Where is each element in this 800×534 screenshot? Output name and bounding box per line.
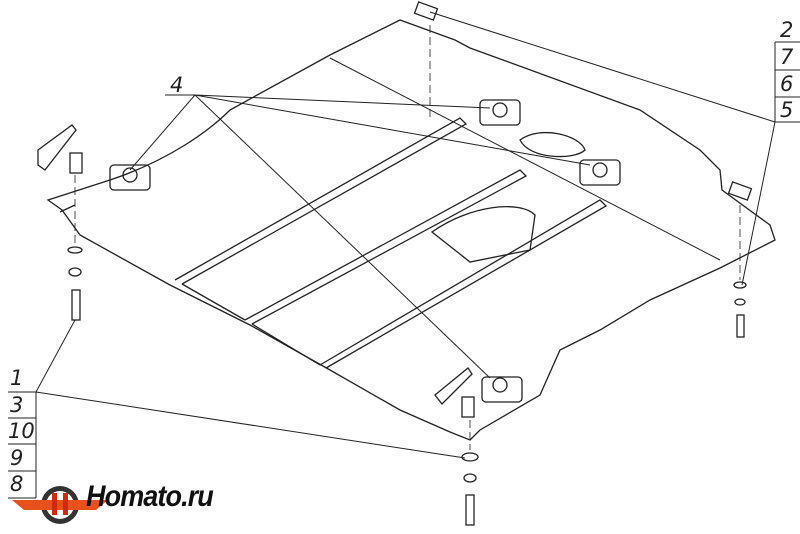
callout-3: 3 (10, 393, 24, 417)
left-hardware (37, 124, 83, 321)
callout-8: 8 (10, 472, 24, 496)
callout-7: 7 (780, 45, 794, 69)
bottom-hardware (434, 367, 479, 526)
logo-emblem (12, 486, 108, 524)
callout-2: 2 (780, 18, 794, 42)
callout-1: 1 (10, 366, 24, 390)
logo-text: Homato.ru (86, 480, 214, 513)
mounting-brackets (109, 99, 621, 403)
callout-4: 4 (170, 73, 184, 97)
drain-hole (430, 206, 536, 263)
callout-6: 6 (780, 72, 794, 96)
callout-10: 10 (8, 419, 35, 443)
service-hole (519, 132, 586, 158)
right-hardware (413, 1, 753, 338)
callout-9: 9 (10, 446, 24, 470)
skid-plate-outline (46, 19, 776, 441)
reinforcement-ribs (174, 117, 608, 369)
leader-lines (8, 11, 800, 499)
callout-5: 5 (780, 98, 794, 122)
